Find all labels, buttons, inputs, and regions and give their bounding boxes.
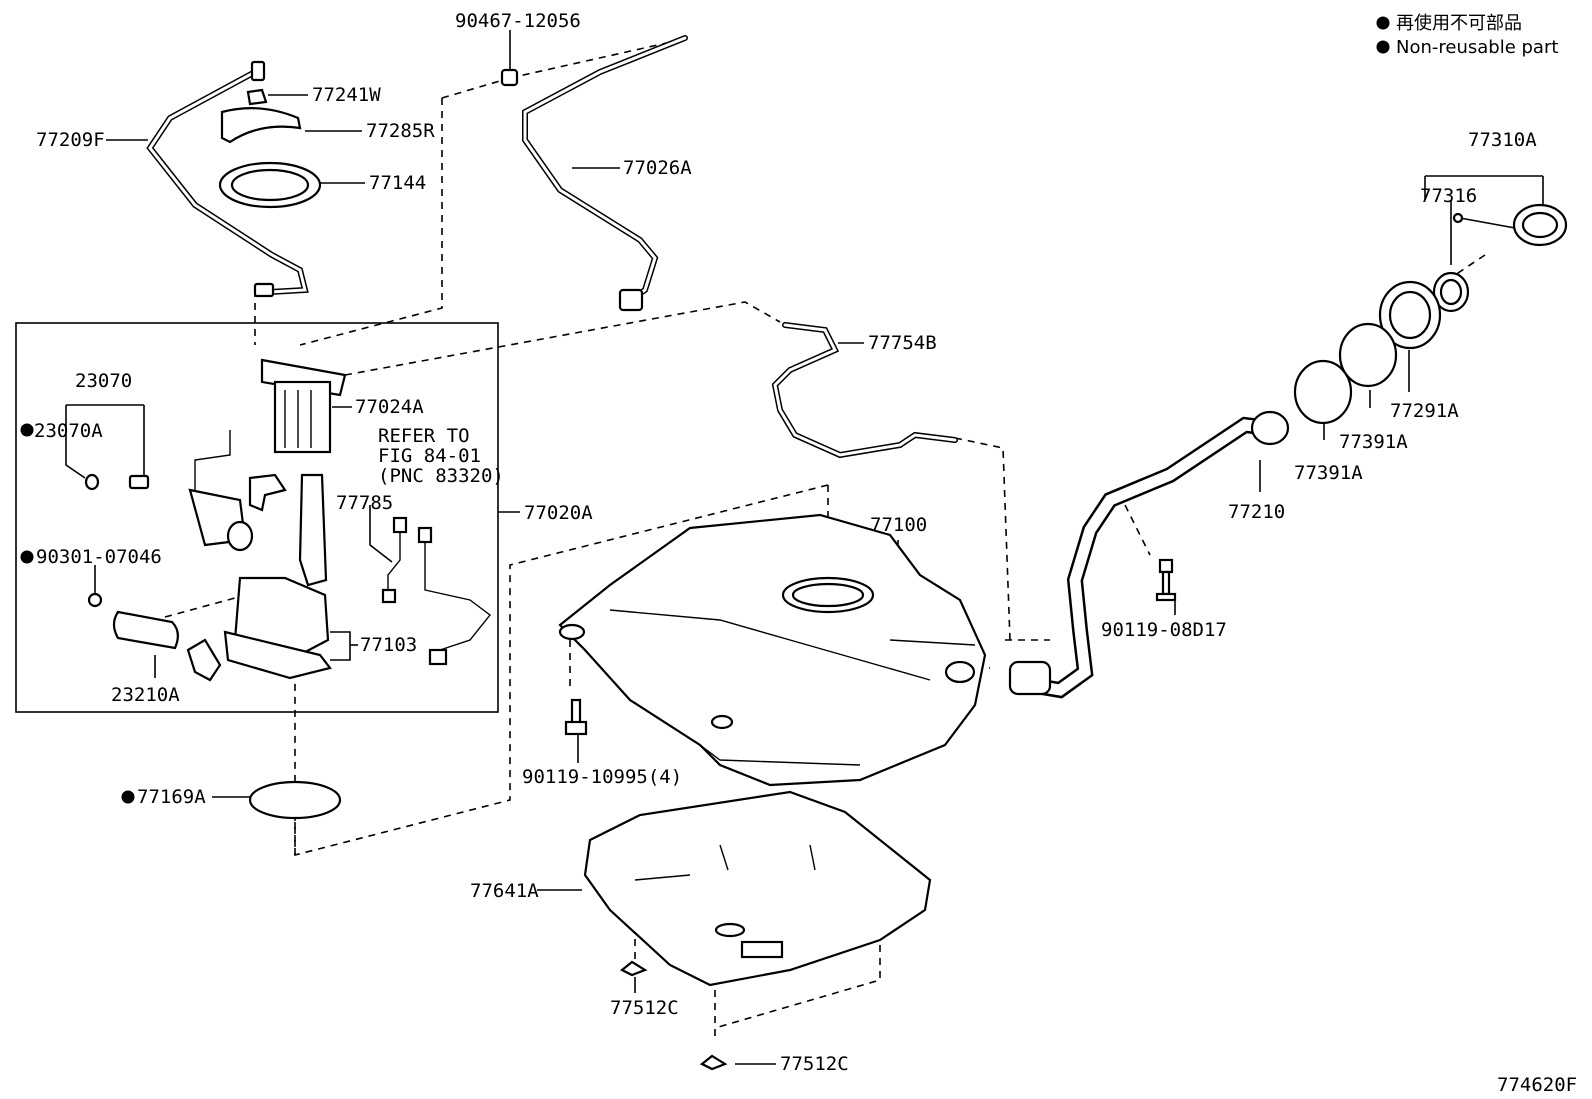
gasket-ring-77144 (218, 161, 322, 209)
o-ring-90301-07046 (87, 592, 103, 608)
non-reusable-bullet-icon (1376, 16, 1390, 30)
part-labels: 90467-12056 77241W 77209F 77285R 77144 7… (20, 10, 1577, 1096)
label-77785: 77785 (336, 492, 393, 514)
fuel-pump-23210A (112, 610, 179, 650)
fuel-filter-77103 (223, 576, 332, 680)
fuel-sender-bracket (298, 473, 328, 587)
label-77103: 77103 (360, 634, 417, 656)
bolt-90119-10995 (564, 698, 588, 736)
label-77391A-1: 77391A (1339, 431, 1408, 453)
non-reusable-bullet-icon (1376, 40, 1390, 54)
label-90119-08D17: 90119-08D17 (1101, 619, 1227, 641)
legend: 再使用不可部品 Non-reusable part (1376, 13, 1558, 58)
o-ring-23070A (84, 473, 100, 491)
label-23070: 23070 (75, 370, 132, 392)
label-77100: 77100 (870, 514, 927, 536)
label-77291A: 77291A (1390, 400, 1459, 422)
retainer-77285R (220, 107, 302, 144)
pump-holder (186, 638, 222, 682)
clip-77512C-1 (619, 960, 648, 977)
legend-line-2: Non-reusable part (1396, 37, 1558, 58)
gasket-77169A (248, 780, 342, 820)
label-77316: 77316 (1420, 185, 1477, 207)
label-90301-07046: 90301-07046 (36, 546, 162, 568)
refer-note-line-2: FIG 84-01 (378, 445, 481, 467)
label-77641A: 77641A (470, 880, 539, 902)
o-ring-77391A-1 (1338, 322, 1398, 388)
fuel-pump-assembly-box (15, 322, 499, 713)
label-23070A: 23070A (34, 420, 103, 442)
non-reusable-bullet-icon (20, 550, 34, 564)
label-77310A: 77310A (1468, 129, 1537, 151)
connector-23070 (128, 474, 150, 490)
label-90467-12056: 90467-12056 (455, 10, 581, 32)
wire-harness-77209F (146, 60, 309, 298)
clip-bracket (248, 473, 287, 512)
non-reusable-bullet-icon (20, 423, 34, 437)
sender-wires-77785 (381, 516, 491, 666)
label-77020A: 77020A (524, 502, 593, 524)
legend-line-1: 再使用不可部品 (1396, 13, 1522, 34)
refer-note-line-1: REFER TO (378, 425, 470, 447)
label-77285R: 77285R (366, 120, 435, 142)
fuel-cap-77310A (1452, 203, 1568, 247)
label-77512C-2: 77512C (780, 1053, 849, 1075)
gasket-77316 (1432, 271, 1470, 313)
tube-77026A (522, 35, 688, 312)
leader-lines (65, 30, 1544, 1065)
fuel-tank-77100 (558, 513, 987, 787)
clamp-90467-12056 (500, 68, 519, 87)
label-77241W: 77241W (312, 84, 381, 106)
label-77754B: 77754B (868, 332, 937, 354)
label-77210: 77210 (1228, 501, 1285, 523)
fuel-pump-module-77024A (260, 358, 347, 454)
label-90119-10995: 90119-10995(4) (522, 766, 682, 788)
pump-harness-23070 (188, 430, 254, 552)
o-ring-77391A-2 (1293, 359, 1353, 425)
refer-note-line-3: (PNC 83320) (378, 465, 504, 487)
bolt-90119-08D17 (1155, 558, 1177, 602)
tank-protector-77641A (583, 790, 932, 987)
label-77391A-2: 77391A (1294, 462, 1363, 484)
label-77169A: 77169A (137, 786, 206, 808)
non-reusable-bullet-icon (121, 790, 135, 804)
label-77144: 77144 (369, 172, 426, 194)
tube-77754B (771, 322, 958, 459)
label-77512C-1: 77512C (610, 997, 679, 1019)
figure-code: 774620F (1497, 1074, 1577, 1096)
clip-77512C-2 (699, 1054, 728, 1071)
label-77209F: 77209F (36, 129, 105, 151)
clip-77241W (246, 88, 268, 106)
label-23210A: 23210A (111, 684, 180, 706)
label-77024A: 77024A (355, 396, 424, 418)
label-77026A: 77026A (623, 157, 692, 179)
filler-ring-77291A (1378, 280, 1442, 350)
filler-pipe-77210 (1008, 410, 1290, 699)
